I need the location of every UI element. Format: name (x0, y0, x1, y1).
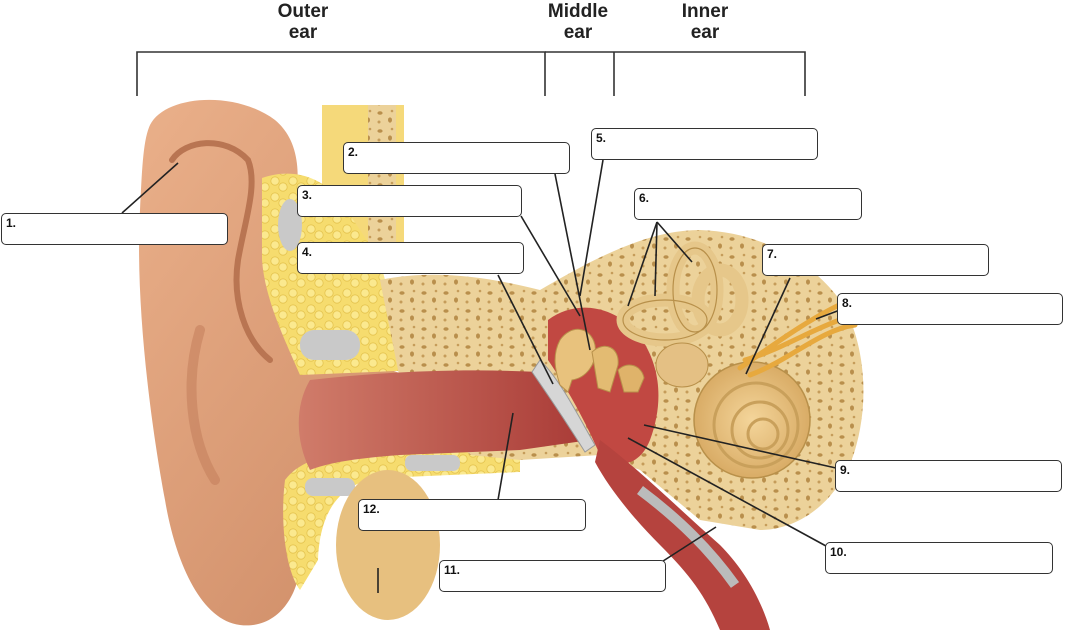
label-number: 8. (842, 296, 853, 310)
outer-ear-heading-text: Outer ear (277, 1, 329, 43)
middle-ear-heading: Middle ear (523, 1, 633, 43)
label-box-7[interactable]: 7. (762, 244, 989, 276)
label-number: 1. (6, 216, 17, 230)
label-box-12[interactable]: 12. (358, 499, 586, 531)
label-number: 9. (840, 463, 851, 477)
label-box-8[interactable]: 8. (837, 293, 1063, 325)
outer-ear-heading: Outer ear (248, 1, 358, 43)
label-number: 5. (596, 131, 607, 145)
middle-ear-heading-text: Middle ear (547, 1, 609, 43)
label-box-4[interactable]: 4. (297, 242, 524, 274)
label-number: 10. (830, 545, 847, 559)
label-number: 11. (444, 563, 461, 577)
inner-ear-heading-text: Inner ear (681, 1, 729, 43)
label-number: 12. (363, 502, 380, 516)
label-number: 2. (348, 145, 359, 159)
label-number: 7. (767, 247, 778, 261)
eustachian-tube (595, 440, 770, 630)
label-box-2[interactable]: 2. (343, 142, 570, 174)
eardrum (531, 359, 596, 453)
label-number: 6. (639, 191, 650, 205)
label-number: 3. (302, 188, 313, 202)
earlobe (336, 470, 440, 620)
label-box-10[interactable]: 10. (825, 542, 1053, 574)
label-box-11[interactable]: 11. (439, 560, 666, 592)
label-box-1[interactable]: 1. (1, 213, 228, 245)
ossicles (554, 328, 645, 393)
inner-ear-heading: Inner ear (650, 1, 760, 43)
cochlea (693, 361, 811, 479)
section-brackets (136, 51, 806, 96)
label-box-9[interactable]: 9. (835, 460, 1062, 492)
label-box-6[interactable]: 6. (634, 188, 862, 220)
leader-lines (121, 159, 841, 593)
label-number: 4. (302, 245, 313, 259)
label-box-5[interactable]: 5. (591, 128, 818, 160)
label-box-3[interactable]: 3. (297, 185, 522, 217)
ear-canal (298, 370, 590, 470)
